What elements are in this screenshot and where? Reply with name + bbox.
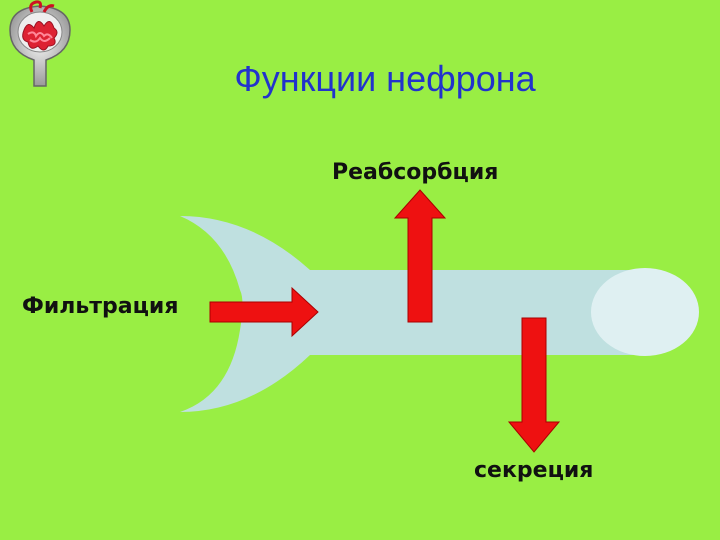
secretion-arrow [507,317,561,453]
reabsorption-label: Реабсорбция [332,160,499,185]
filtration-arrow [209,286,319,338]
reabsorption-arrow [393,189,447,323]
tubule-end [591,268,699,356]
glomerulus-icon [9,0,71,87]
page-title: Функции нефрона [234,58,536,99]
tubule-body [180,216,690,412]
filtration-label: Фильтрация [22,294,179,319]
secretion-label: секреция [474,458,594,483]
